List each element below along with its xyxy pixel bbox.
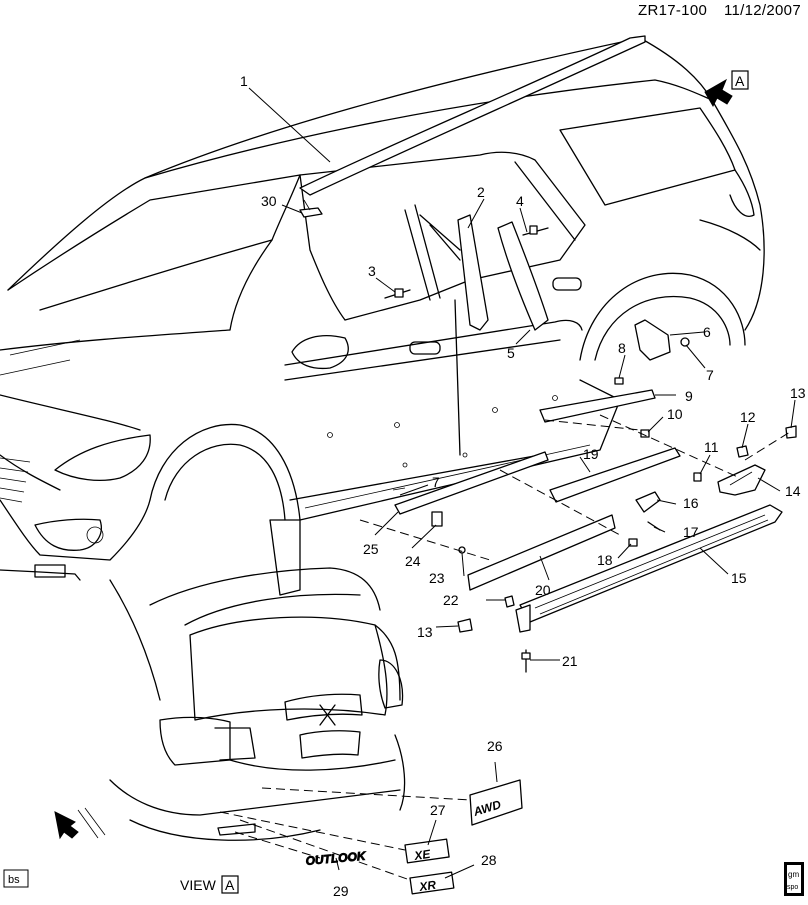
callout-16: 16 [683, 495, 699, 511]
part-28-xr-emblem: XR [409, 871, 455, 895]
callout-26: 26 [487, 738, 503, 754]
bs-tag-text: bs [8, 874, 20, 886]
callout-18: 18 [597, 552, 613, 568]
bs-tag: bs [3, 869, 29, 888]
part-8-clip [614, 377, 624, 385]
callout-6: 6 [703, 324, 711, 340]
part-26-awd-emblem: AWD [469, 779, 523, 826]
drawing-date: 11/12/2007 [724, 2, 801, 19]
gm-logo-text: gm [788, 870, 799, 879]
part-15-rocker-panel [519, 504, 783, 623]
callout-5: 5 [507, 345, 515, 361]
callout-14: 14 [785, 483, 801, 499]
part-3-fastener [384, 288, 411, 299]
leader-lines [248, 87, 796, 879]
callout-24: 24 [405, 553, 421, 569]
part-5-pillar-applique [497, 221, 549, 331]
part-6-bracket [634, 319, 671, 361]
callout-3: 3 [368, 263, 376, 279]
callout-21: 21 [562, 653, 578, 669]
part-11-clip [693, 472, 702, 482]
part-7-lower-clip [392, 487, 406, 491]
view-a-label: VIEW A [180, 875, 239, 894]
part-13-pushpin-upper [785, 425, 797, 439]
callout-17: 17 [683, 524, 699, 540]
callout-20: 20 [535, 582, 551, 598]
view-direction-arrow-icon [54, 807, 106, 840]
view-label-text: VIEW [180, 877, 217, 893]
part-1-roof-molding [299, 35, 646, 196]
callout-9: 9 [685, 388, 693, 404]
gm-spo-logo: gm spo [784, 862, 804, 896]
part-25-front-rocker-molding [394, 451, 549, 515]
part-20-lower-molding [467, 514, 616, 591]
callout-29: 29 [333, 883, 349, 899]
part-9-rocker-molding [539, 389, 656, 423]
callout-4: 4 [516, 193, 524, 209]
callout-23: 23 [429, 570, 445, 586]
part-12-nut [736, 445, 749, 458]
xr-emblem-text: XR [417, 878, 437, 894]
callout-13-lower: 13 [417, 624, 433, 640]
part-24-retainer [431, 511, 443, 527]
installation-lines-lower [219, 787, 471, 881]
drawing-id: ZR17-100 [638, 2, 707, 19]
callout-30: 30 [261, 193, 277, 209]
part-30-clip [299, 199, 323, 218]
part-16-clip [635, 491, 661, 513]
callout-22: 22 [443, 592, 459, 608]
view-label-letter: A [225, 877, 235, 893]
part-13-pushpin-lower [457, 618, 473, 633]
callout-10: 10 [667, 406, 683, 422]
view-marker-letter: A [735, 73, 745, 89]
callout-19: 19 [583, 446, 599, 462]
xe-emblem-text: XE [412, 847, 432, 863]
vehicle-side-view [0, 37, 765, 596]
callout-7-upper: 7 [706, 367, 714, 383]
view-a-arrow-icon: A [704, 70, 749, 108]
part-23-clip [458, 546, 466, 554]
part-2-pillar-applique [457, 214, 489, 331]
part-19-door-molding [549, 447, 681, 503]
callout-25: 25 [363, 541, 379, 557]
part-4-fastener [522, 225, 549, 236]
callout-15: 15 [731, 570, 747, 586]
part-27-xe-emblem: XE [404, 838, 450, 864]
installation-lines-upper [359, 414, 791, 561]
spo-logo-text: spo [787, 884, 798, 891]
callout-2: 2 [477, 184, 485, 200]
callout-8: 8 [618, 340, 626, 356]
part-7-screw [680, 337, 690, 347]
part-14-end-cap [717, 464, 766, 496]
callout-27: 27 [430, 802, 446, 818]
callout-13-upper: 13 [790, 385, 806, 401]
callout-7-lower: 7 [432, 474, 440, 490]
callout-12: 12 [740, 409, 756, 425]
callout-11: 11 [704, 439, 719, 455]
callout-numbers: 1 2 3 4 5 6 7 7 8 9 10 11 12 13 13 14 15… [240, 73, 806, 899]
callout-1: 1 [240, 73, 248, 89]
part-22-clip [504, 595, 515, 608]
callout-28: 28 [481, 852, 497, 868]
part-18-clip [628, 538, 638, 547]
vehicle-rear-view [109, 567, 406, 841]
